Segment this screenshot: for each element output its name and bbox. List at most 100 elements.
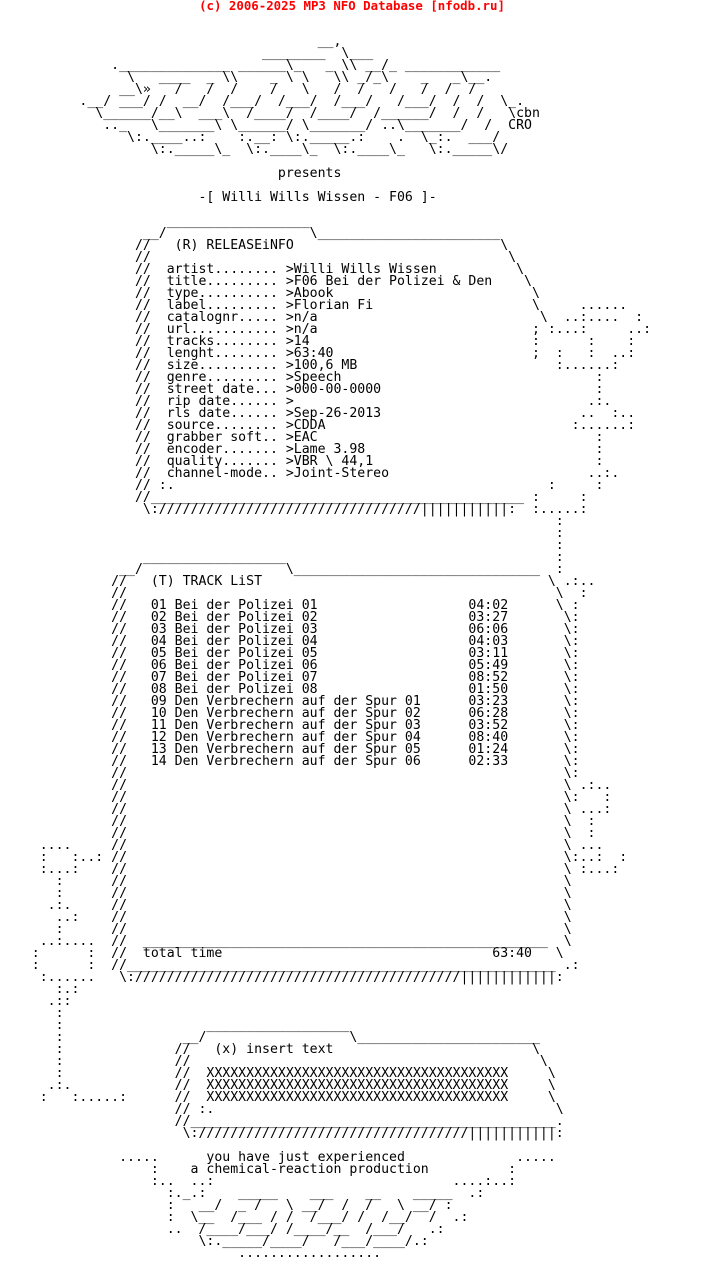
site-header: (c) 2006-2025 MP3 NFO Database [nfodb.ru… xyxy=(199,0,505,13)
nfo-line: : // \ xyxy=(0,922,572,937)
nfo-line: // tracks........ >14 : : : xyxy=(0,334,636,349)
nfo-line: ..... you have just experienced ..... xyxy=(0,1150,556,1165)
nfo-line: // lenght........ >63:40 ; : : ..: xyxy=(0,346,636,361)
nfo-line: // 12 Den Verbrechern auf der Spur 04 08… xyxy=(0,730,580,745)
nfo-line: // rip date...... > .:. xyxy=(0,394,612,409)
nfo-line: : // XXXXXXXXXXXXXXXXXXXXXXXXXXXXXXXXXXX… xyxy=(0,1066,556,1081)
nfo-line: :.. ..: ....:..: xyxy=(0,1174,517,1189)
nfo-line: // :. : : xyxy=(0,478,604,493)
nfo-line: // 10 Den Verbrechern auf der Spur 02 06… xyxy=(0,706,580,721)
nfo-line: // street date... >000-00-0000 : xyxy=(0,382,604,397)
nfo-line: // genre......... >Speech : xyxy=(0,370,604,385)
nfo-line: : // \ xyxy=(0,874,572,889)
nfo-line: : xyxy=(0,514,564,529)
nfo-line: : a chemical-reaction production : xyxy=(0,1162,517,1177)
nfo-line: // 14 Den Verbrechern auf der Spur 06 02… xyxy=(0,754,580,769)
nfo-line: // 07 Bei der Polizei 07 08:52 \: xyxy=(0,670,580,685)
nfo-line: // 03 Bei der Polizei 03 06:06 \: xyxy=(0,622,580,637)
nfo-line: ________ \___ xyxy=(0,46,374,61)
nfo-line: // 09 Den Verbrechern auf der Spur 01 03… xyxy=(0,694,580,709)
nfo-line: // source........ >CDDA :......: xyxy=(0,418,636,433)
nfo-line: : \__ /___ / / /___/ / /__/ / .: xyxy=(0,1210,469,1225)
nfo-line: // title......... >F06 Bei der Polizei &… xyxy=(0,274,532,289)
nfo-line: : :.....: // XXXXXXXXXXXXXXXXXXXXXXXXXXX… xyxy=(0,1090,556,1105)
nfo-line: :...: // \ :...: xyxy=(0,862,620,877)
nfo-line: // 11 Den Verbrechern auf der Spur 03 03… xyxy=(0,718,580,733)
nfo-line: // type.......... >Abook \ xyxy=(0,286,540,301)
nfo-line: __\» / / / / \ / / / / / / xyxy=(0,82,477,97)
nfo-line: \:.____..: :.__: \:._____.: . \_:. ___/ xyxy=(0,130,501,145)
nfo-line: .. /____/___/ /____/__ /___/ .: xyxy=(0,1222,445,1237)
nfo-line: : xyxy=(0,1006,64,1021)
nfo-line: : :..: // \:..: : xyxy=(0,850,628,865)
nfo-line: // 02 Bei der Polizei 02 03:27 \: xyxy=(0,610,580,625)
nfo-line: : : //__________________________________… xyxy=(0,958,580,973)
nfo-line: \://////////////////////////////////||||… xyxy=(0,1126,564,1141)
nfo-line: ..: // \ xyxy=(0,910,572,925)
nfo-line: // quality....... >VBR \ 44,1 : xyxy=(0,454,604,469)
nfo-line: // \: : xyxy=(0,790,612,805)
nfo-line: // artist........ >Willi Wills Wissen \ xyxy=(0,262,525,277)
nfo-line: // 06 Bei der Polizei 06 05:49 \: xyxy=(0,658,580,673)
nfo-line: // \ : xyxy=(0,586,588,601)
nfo-line: .................. xyxy=(0,1246,382,1261)
nfo-line: .__/ ___/ / __/ /___/ /___/ /___/ /___/ … xyxy=(0,94,525,109)
nfo-line: .._ \_______\ \______/ \_______/ ..\____… xyxy=(0,118,532,133)
nfo-line: presents xyxy=(0,166,342,181)
nfo-line: //______________________________________… xyxy=(0,1114,564,1129)
nfo-line: // catalognr..... >n/a \ ..:.... : xyxy=(0,310,644,325)
nfo-line: : __________________ xyxy=(0,1018,350,1033)
nfo-line: : // (x) insert text \ xyxy=(0,1042,540,1057)
nfo-line: : // \ xyxy=(0,1054,548,1069)
nfo-line: :...... \://////////////////////////////… xyxy=(0,970,564,985)
nfo-line: : xyxy=(0,526,564,541)
nfo-line: // rls date...... >Sep-26-2013 .. :.. xyxy=(0,406,636,421)
nfo-line: \:._____\_ \:.____\_ \:.____\_ \:._____\… xyxy=(0,142,509,157)
nfo-line: // \ : xyxy=(0,814,596,829)
nfo-line: // (T) TRACK LiST \ .:.. xyxy=(0,574,596,589)
nfo-line: // label......... >Florian Fi \ ...... xyxy=(0,298,628,313)
nfo-line: // \ ...: xyxy=(0,802,612,817)
nfo-line: // 04 Bei der Polizei 04 04:03 \: xyxy=(0,634,580,649)
nfo-line: :.: xyxy=(0,982,80,997)
nfo-line: // encoder....... >Lame 3.98 : xyxy=(0,442,604,457)
nfo-line: //______________________________________… xyxy=(0,490,588,505)
nfo-ascii-art: __, ________ \___ .______________ ______… xyxy=(0,12,651,1272)
nfo-line: // (R) RELEASEiNFO \ xyxy=(0,238,509,253)
nfo-line: -[ Willi Wills Wissen - F06 ]- xyxy=(0,190,437,205)
nfo-line: // url........... >n/a ; :...: ..: xyxy=(0,322,652,337)
nfo-line: \:._____/____/ /___/____/.: xyxy=(0,1234,429,1249)
nfo-line: // \ xyxy=(0,250,517,265)
nfo-line: // 08 Bei der Polizei 08 01:50 \: xyxy=(0,682,580,697)
nfo-line: .:. // \ xyxy=(0,898,572,913)
nfo-line: // 05 Bei der Polizei 05 03:11 \: xyxy=(0,646,580,661)
nfo-line: __/ \_______________________________ : xyxy=(0,562,564,577)
nfo-line: __________________ xyxy=(0,214,310,229)
nfo-line: // size.......... >100,6 MB :......: xyxy=(0,358,620,373)
nfo-line: // 13 Den Verbrechern auf der Spur 05 01… xyxy=(0,742,580,757)
nfo-line: : : // total time 63:40 \ xyxy=(0,946,564,961)
nfo-line: \://///////////////////////////////|||||… xyxy=(0,502,588,517)
nfo-line: // channel-mode.. >Joint-Stereo ..:. xyxy=(0,466,620,481)
nfo-line: // :. \ xyxy=(0,1102,564,1117)
nfo-line: : // \ xyxy=(0,886,572,901)
nfo-line: : __/ _ / \ __/ / / \ __/ : xyxy=(0,1198,453,1213)
nfo-line: .:: xyxy=(0,994,72,1009)
nfo-line: .... // \ ... xyxy=(0,838,604,853)
nfo-line: .______________ ______\_ _ \\ __/_ _____… xyxy=(0,58,501,73)
nfo-line: // \ : xyxy=(0,826,596,841)
nfo-line: // \: xyxy=(0,766,580,781)
nfo-line: \______/__\ ___\ /____/ /____/ /______/ … xyxy=(0,106,540,121)
nfo-line: __, xyxy=(0,34,342,49)
nfo-line: : __/ \_______________________ xyxy=(0,1030,540,1045)
nfo-line: __/ \_______________________ xyxy=(0,226,501,241)
nfo-line: __________________ : xyxy=(0,550,564,565)
nfo-line: : xyxy=(0,538,564,553)
nfo-line: \ ____ _ \\ _ \ \ \\ _/_\ _ _\__. xyxy=(0,70,493,85)
nfo-line: // 01 Bei der Polizei 01 04:02 \ : xyxy=(0,598,580,613)
nfo-line: :._.: _____ ___ __ _____ .: xyxy=(0,1186,485,1201)
nfo-line: ..:.... // _____________________________… xyxy=(0,934,572,949)
nfo-line: // grabber soft.. >EAC : xyxy=(0,430,604,445)
nfo-line: // \ .:.. xyxy=(0,778,612,793)
nfo-line: .:. // XXXXXXXXXXXXXXXXXXXXXXXXXXXXXXXXX… xyxy=(0,1078,556,1093)
